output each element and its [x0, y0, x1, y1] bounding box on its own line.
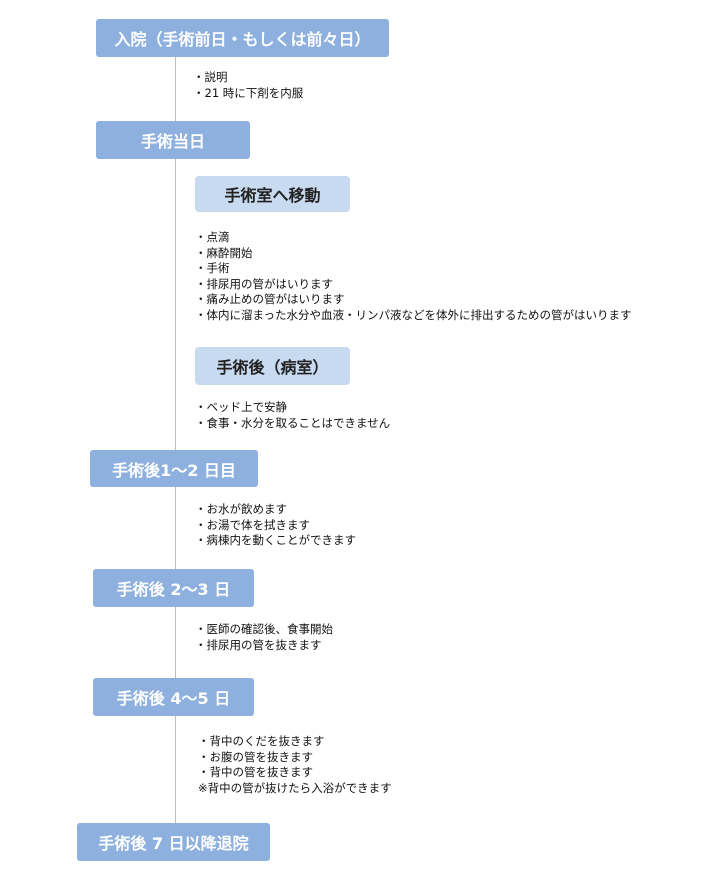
notes-day2-3: ・医師の確認後、食事開始 ・排尿用の管を抜きます: [195, 622, 333, 653]
notes-post-op-ward: ・ベッド上で安静 ・食事・水分を取ることはできません: [195, 400, 390, 431]
note-item: ・お腹の管を抜きます: [198, 749, 313, 764]
stage-admission: 入院（手術前日・もしくは前々日）: [96, 19, 389, 57]
note-item: ・医師の確認後、食事開始: [195, 622, 333, 636]
timeline-line: [175, 55, 176, 825]
note-item: ・排尿用の管がはいります: [195, 276, 333, 291]
stage-day2-3-label: 手術後 2～3 日: [116, 580, 231, 599]
stage-admission-label: 入院（手術前日・もしくは前々日）: [114, 30, 371, 49]
note-item: ・病棟内を動くことができます: [195, 533, 356, 547]
substage-post-op-ward-label: 手術後（病室）: [216, 358, 329, 377]
note-item: ・痛み止めの管がはいります: [195, 292, 345, 306]
note-item: ・手術: [195, 261, 230, 275]
note-item: ・ベッド上で安静: [195, 400, 287, 414]
stage-discharge: 手術後 7 日以降退院: [77, 823, 270, 861]
note-item: ・説明: [193, 70, 228, 84]
note-item: ・背中のくだを抜きます: [198, 734, 325, 748]
note-item: ・21 時に下剤を内服: [193, 85, 304, 100]
stage-surgery-day-label: 手術当日: [140, 132, 205, 151]
note-item: ・排尿用の管を抜きます: [195, 637, 322, 652]
notes-operating-room: ・点滴 ・麻酔開始 ・手術 ・排尿用の管がはいります ・痛み止めの管がはいります…: [195, 230, 632, 323]
stage-day1-2: 手術後1～2 日目: [90, 450, 258, 487]
stage-surgery-day: 手術当日: [96, 121, 250, 159]
stage-day1-2-label: 手術後1～2 日目: [112, 460, 236, 480]
substage-post-op-ward: 手術後（病室）: [195, 347, 350, 385]
notes-admission: ・説明 ・21 時に下剤を内服: [193, 70, 303, 101]
note-item: ・食事・水分を取ることはできません: [195, 415, 391, 430]
note-item: ・背中の管を抜きます: [198, 765, 313, 779]
note-item: ・お水が飲めます: [195, 502, 287, 516]
stage-day4-5-label: 手術後 4～5 日: [116, 689, 231, 708]
note-item: ※背中の管が抜けたら入浴ができます: [198, 780, 392, 795]
substage-operating-room-label: 手術室へ移動: [224, 186, 321, 205]
note-item: ・体内に溜まった水分や血液・リンパ液などを体外に排出するための管がはいります: [195, 307, 632, 322]
stage-discharge-label: 手術後 7 日以降退院: [98, 834, 249, 853]
note-item: ・点滴: [195, 230, 230, 244]
stage-day2-3: 手術後 2～3 日: [93, 569, 254, 607]
notes-day4-5: ・背中のくだを抜きます ・お腹の管を抜きます ・背中の管を抜きます ※背中の管が…: [198, 734, 392, 796]
stage-day4-5: 手術後 4～5 日: [93, 678, 254, 716]
substage-operating-room: 手術室へ移動: [195, 176, 350, 212]
note-item: ・お湯で体を拭きます: [195, 517, 310, 532]
notes-day1-2: ・お水が飲めます ・お湯で体を拭きます ・病棟内を動くことができます: [195, 502, 356, 549]
note-item: ・麻酔開始: [195, 245, 253, 260]
